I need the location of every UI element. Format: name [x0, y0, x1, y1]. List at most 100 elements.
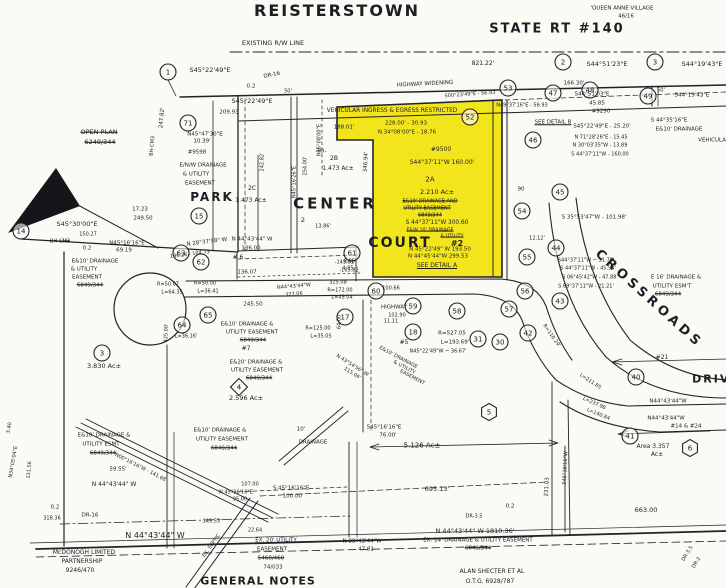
annotation-label: UTILITY EASEMENT [230, 367, 284, 374]
svg-text:58: 58 [453, 308, 462, 316]
annotation-label: S44°37'11"W 160.00' [409, 159, 475, 166]
annotation-label: #21 [655, 354, 669, 361]
station-marker-circle: 3 [93, 344, 111, 362]
svg-text:42: 42 [524, 330, 533, 338]
station-marker-circle: 43 [551, 292, 569, 310]
annotation-label: R=527.05 [438, 330, 466, 337]
annotation-label: 'QUEEN ANNE VILLAGE [590, 5, 654, 12]
annotation-label: 6849/344 [418, 212, 442, 219]
annotation-label: 318.36 [43, 515, 61, 522]
svg-text:31: 31 [474, 336, 483, 344]
svg-text:60: 60 [372, 288, 381, 296]
annotation-label: #5 [399, 339, 409, 346]
annotation-label: # 6 [232, 254, 244, 261]
annotation-label: 209.93 [219, 109, 239, 116]
annotation-label: N49°37'16"E - 56.93 [496, 102, 548, 109]
annotation-label: N 30°03'35"W - 13.89 [572, 142, 628, 149]
annotation-label: 6049/344 [464, 545, 492, 552]
svg-text:3: 3 [100, 350, 104, 358]
annotation-label: 245.50 [243, 301, 263, 308]
station-marker-circle: 31 [469, 330, 487, 348]
svg-text:63: 63 [177, 250, 186, 258]
svg-text:46: 46 [529, 137, 538, 145]
station-marker-circle: 49 [639, 87, 657, 105]
annotation-label: S 44°37'11"W 300.60 [405, 220, 469, 227]
station-marker-circle: 60 [367, 282, 385, 300]
annotation-label: S 44°37'11"W - 160.00 [571, 151, 629, 158]
annotation-label: L=36.16' [174, 333, 198, 340]
annotation-label: 136.07 [237, 269, 257, 276]
annotation-label: 150.27 [79, 231, 97, 238]
annotation-label: 2C [247, 185, 257, 192]
svg-text:62: 62 [197, 259, 206, 267]
road-label-reisterstown: REISTERSTOWN [254, 1, 420, 20]
svg-text:65: 65 [204, 312, 213, 320]
annotation-label: #9290 [591, 108, 611, 115]
annotation-label: #9500 [430, 146, 452, 153]
annotation-label: EASEMENT [72, 274, 102, 281]
annotation-label: 6849/344 [76, 282, 104, 289]
annotation-label: 821.22' [471, 60, 495, 67]
annotation-label: & UTILITY [182, 171, 210, 178]
station-marker-circle: 52 [461, 108, 479, 126]
annotation-label: 1.473 Ac± [322, 165, 354, 172]
annotation-label: E&10' DRAINAGE [655, 126, 703, 133]
parcel-marker-hexagon: 6 [682, 438, 698, 458]
annotation-label: R=125.00 [305, 325, 331, 332]
svg-text:15: 15 [195, 213, 204, 221]
annotation-label: E/N/W DRAINAGE [179, 162, 227, 169]
svg-text:17: 17 [341, 314, 350, 322]
svg-text:71: 71 [184, 120, 193, 128]
svg-text:53: 53 [504, 85, 513, 93]
svg-text:45: 45 [556, 189, 565, 197]
annotation-label: 102.90 [388, 312, 406, 319]
annotation-label: 231.03 [543, 477, 551, 497]
svg-text:49: 49 [644, 93, 653, 101]
annotation-label: N 44°43'44" W [91, 481, 137, 488]
svg-text:5: 5 [487, 409, 491, 417]
annotation-label: DR-3.5 [465, 513, 483, 520]
annotation-label: E&10' DRAINAGE & [77, 432, 131, 439]
annotation-label: 0.2 [505, 503, 515, 510]
annotation-label: R=50.07 [157, 281, 179, 288]
annotation-label: N45°16'26"E [291, 165, 298, 199]
annotation-label: ALAN SHECTER ET AL [459, 568, 525, 575]
annotation-label: 47.81 [358, 546, 374, 553]
annotation-label: Area 3.357 [636, 443, 670, 450]
svg-text:61: 61 [348, 250, 357, 258]
station-marker-circle: 57 [500, 300, 518, 318]
annotation-label: 76.00' [379, 432, 397, 439]
svg-text:47: 47 [549, 90, 558, 98]
parcel-label-park: PARK [190, 190, 234, 204]
annotation-label: -TO- [315, 148, 327, 155]
annotation-label: #9598 [187, 149, 207, 156]
station-marker-circle: 40 [627, 368, 645, 386]
annotation-label: N45°22'49"W ~ 36.67' [409, 348, 467, 355]
annotation-label: 136.00 [241, 245, 261, 252]
annotation-label: 6849/344 [245, 375, 273, 382]
annotation-label: 149.53' [202, 518, 222, 525]
annotation-label: 6849/344 [210, 445, 238, 452]
road-label-drive: DRIVE [692, 372, 726, 386]
station-marker-circle: 56 [516, 282, 534, 300]
annotation-label: 100.00' [282, 493, 304, 500]
annotation-label: S45°16'16"E [366, 424, 402, 431]
annotation-label: 11.11 [383, 318, 399, 325]
annotation-label: -149.01' [334, 259, 356, 266]
annotation-label: N 34°08'00"E - 18.76 [377, 129, 437, 136]
annotation-label: 188.01' [333, 124, 355, 131]
annotation-label: E&W 10' DRAINAGE [406, 228, 454, 234]
annotation-label: S45°30'00"E [56, 219, 98, 228]
annotation-label: 325.08 [329, 279, 347, 286]
parcel-marker-hexagon: 5 [481, 402, 497, 422]
annotation-label: 10.39' [193, 138, 211, 145]
annotation-label: S44°37'11"W ~ 31.79' [557, 257, 615, 264]
annotation-label: UTILITY ESMT [82, 441, 120, 448]
north-arrow [8, 168, 80, 233]
annotation-label: S45°22'49"E [231, 96, 273, 105]
annotation-label: S44°19'43"E [681, 59, 723, 68]
parcel-label-court-no: #2 [450, 239, 464, 248]
annotation-label: 166.30' [563, 80, 585, 87]
annotation-label: 242.82' [259, 152, 266, 172]
